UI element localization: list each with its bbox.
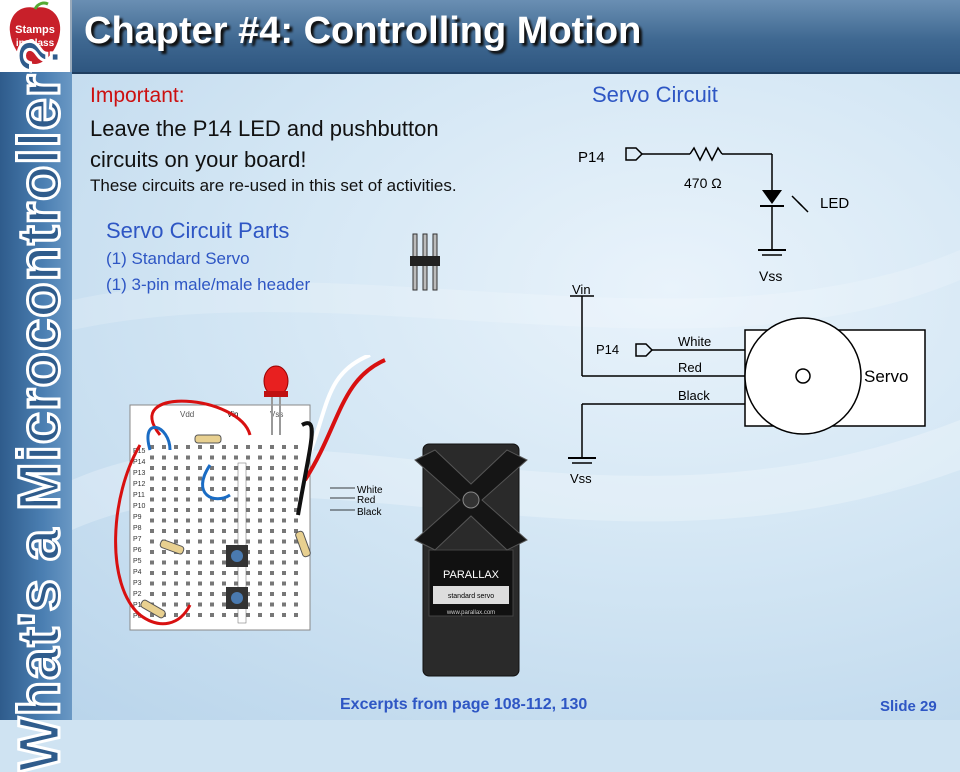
- breadboard-pin-label: P6: [133, 547, 142, 554]
- breadboard-pin-label: P0: [133, 613, 142, 620]
- breadboard-pin-label: P5: [133, 558, 142, 565]
- svg-text:Vss: Vss: [570, 471, 592, 486]
- breadboard-pin-label: P1: [133, 602, 142, 609]
- svg-text:Black: Black: [357, 507, 382, 518]
- servo-photo: PARALLAX standard servo www.parallax.com: [414, 443, 528, 677]
- svg-text:in Class: in Class: [16, 38, 55, 49]
- svg-text:Vdd: Vdd: [180, 410, 194, 419]
- part-item-servo: (1) Standard Servo: [106, 249, 250, 268]
- breadboard-pin-label: P3: [133, 580, 142, 587]
- svg-text:LED: LED: [820, 195, 849, 212]
- breadboard-pin-label: P2: [133, 591, 142, 598]
- breadboard-pin-label: P9: [133, 514, 142, 521]
- important-message: Leave the P14 LED and pushbutton circuit…: [90, 113, 439, 175]
- important-line-1: Leave the P14 LED and pushbutton: [90, 116, 439, 141]
- svg-text:470 Ω: 470 Ω: [684, 175, 722, 191]
- led-schematic: P14 470 Ω LED Vss: [578, 146, 849, 284]
- svg-text:White: White: [678, 334, 711, 349]
- breadboard-pin-label: P12: [133, 481, 146, 488]
- svg-text:Red: Red: [678, 360, 702, 375]
- breadboard-pin-label: P10: [133, 503, 146, 510]
- header-pins-icon: [410, 233, 440, 291]
- breadboard-pin-label: P8: [133, 525, 142, 532]
- breadboard-pin-label: P13: [133, 470, 146, 477]
- reuse-note: These circuits are re-used in this set o…: [90, 176, 457, 195]
- sidebar: What's a Microcontroller?: [0, 36, 74, 772]
- svg-text:Black: Black: [678, 388, 710, 403]
- breadboard-pin-label: P4: [133, 569, 142, 576]
- svg-text:Stamps: Stamps: [15, 24, 55, 36]
- important-line-2: circuits on your board!: [90, 147, 307, 172]
- svg-text:P14: P14: [578, 149, 605, 166]
- svg-text:standard servo: standard servo: [448, 593, 494, 600]
- parts-heading: Servo Circuit Parts: [106, 218, 290, 243]
- breadboard-pin-label: P15: [133, 448, 146, 455]
- svg-text:Servo: Servo: [864, 367, 908, 386]
- stamps-in-class-logo: Stamps in Class: [0, 0, 72, 72]
- part-item-header: (1) 3-pin male/male header: [106, 275, 311, 294]
- breadboard-illustration: Vdd Vin Vss P15P14P13P12P11P10P9P8P7P6P5…: [114, 355, 386, 631]
- svg-text:White: White: [357, 485, 383, 496]
- title-bar: Chapter #4: Controlling Motion: [0, 0, 960, 74]
- breadboard-pin-label: P14: [133, 459, 146, 466]
- page-reference: Excerpts from page 108-112, 130: [340, 696, 588, 713]
- servo-schematic: Vin P14 White Red Black Vss Servo: [568, 282, 926, 486]
- breadboard-pin-label: P11: [133, 492, 145, 499]
- svg-text:Vin: Vin: [572, 282, 591, 297]
- slide-number: Slide 29: [880, 698, 937, 715]
- breadboard-pin-label: P7: [133, 536, 142, 543]
- svg-text:Vss: Vss: [759, 268, 782, 284]
- svg-text:Vss: Vss: [270, 410, 283, 419]
- sidebar-title: What's a Microcontroller?: [6, 36, 74, 772]
- svg-text:www.parallax.com: www.parallax.com: [446, 610, 495, 616]
- svg-text:P14: P14: [596, 342, 619, 357]
- svg-text:Red: Red: [357, 495, 375, 506]
- slide-title: Chapter #4: Controlling Motion: [84, 10, 642, 52]
- servo-circuit-heading: Servo Circuit: [592, 82, 718, 107]
- svg-text:PARALLAX: PARALLAX: [443, 569, 500, 581]
- important-label: Important:: [90, 84, 185, 107]
